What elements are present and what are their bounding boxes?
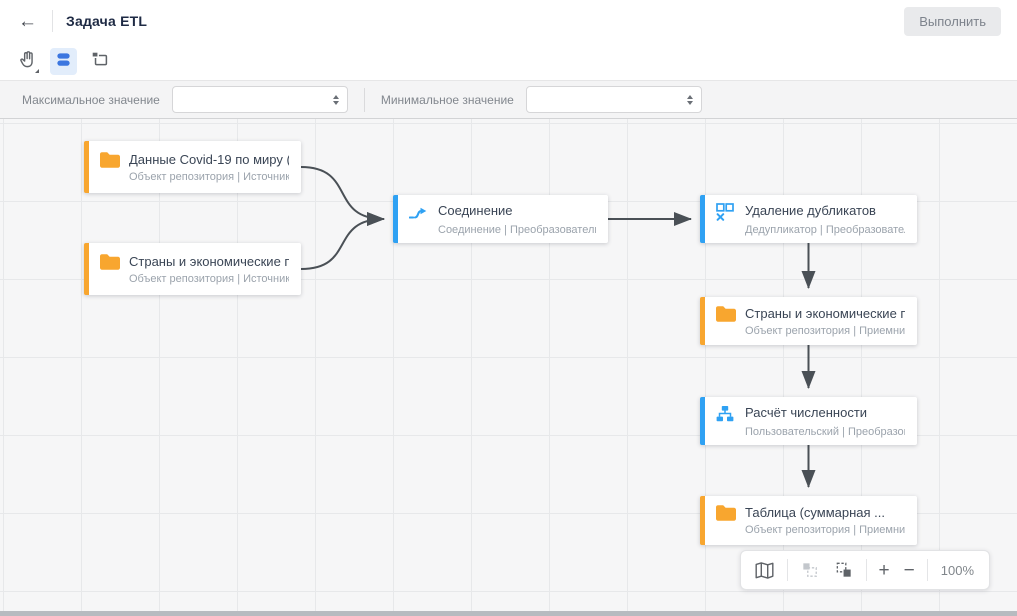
- zoom-in-button[interactable]: +: [878, 559, 890, 581]
- header: ← Задача ETL Выполнить: [0, 0, 1017, 42]
- back-button[interactable]: ←: [18, 10, 37, 32]
- controls-divider: [786, 559, 788, 581]
- node-title: Данные Covid-19 по миру (Yan...: [129, 151, 289, 167]
- folder-icon: [100, 253, 120, 270]
- node-title: Расчёт численности: [745, 404, 868, 420]
- max-value-input[interactable]: [171, 86, 348, 113]
- node-subtitle: Объект репозитория | Приемник: [745, 524, 905, 536]
- max-value-label: Максимальное значение: [22, 92, 160, 107]
- join-icon: [409, 203, 429, 221]
- diagram-canvas[interactable]: Данные Covid-19 по миру (Yan... Объект ре…: [0, 119, 1017, 611]
- max-value-field[interactable]: [180, 91, 327, 108]
- node-subtitle: Объект репозитория | Источник: [129, 272, 289, 285]
- step-up-icon[interactable]: [332, 94, 339, 99]
- node-title: Таблица (суммарная ...: [745, 505, 885, 520]
- node-table-sink[interactable]: Таблица (суммарная ... Объект репозитория…: [700, 496, 917, 545]
- controls-divider: [865, 559, 867, 581]
- min-value-input[interactable]: [525, 86, 702, 113]
- hand-icon: [18, 50, 37, 72]
- flow-icon: [55, 51, 72, 71]
- min-value-label: Минимальное значение: [380, 92, 514, 107]
- node-covid-source[interactable]: Данные Covid-19 по миру (Yan... Объект ре…: [84, 141, 301, 193]
- fit-icon: [91, 51, 108, 71]
- fit-view-button[interactable]: [86, 48, 113, 75]
- send-to-back-icon: [802, 563, 817, 577]
- node-countries-source[interactable]: Страны и экономические пок... Объект репо…: [84, 243, 301, 295]
- node-title: Страны и экономические пок...: [745, 305, 905, 321]
- node-subtitle: Пользовательский | Преобразова...: [745, 425, 905, 438]
- min-value-stepper[interactable]: [686, 94, 693, 105]
- controls-divider: [926, 559, 928, 581]
- filter-divider: [363, 87, 365, 112]
- header-divider: [52, 10, 53, 32]
- send-to-back-button[interactable]: [798, 558, 822, 582]
- node-subtitle: Объект репозитория | Источник: [129, 170, 289, 183]
- tree-icon: [716, 405, 736, 423]
- node-subtitle: Дедупликатор | Преобразователь: [745, 223, 905, 236]
- node-title: Удаление дубликатов: [745, 202, 876, 218]
- canvas-controls: + − 100%: [739, 550, 990, 590]
- node-title: Соединение: [438, 202, 513, 218]
- toolbar: [0, 42, 1017, 80]
- bring-to-front-button[interactable]: [832, 558, 856, 582]
- node-title: Страны и экономические пок...: [129, 253, 289, 269]
- step-up-icon[interactable]: [686, 94, 693, 99]
- flow-view-button[interactable]: [50, 47, 77, 75]
- node-subtitle: Соединение | Преобразователь: [438, 223, 596, 236]
- zoom-out-button[interactable]: −: [903, 559, 915, 581]
- folder-icon: [716, 505, 736, 521]
- filter-bar: Максимальное значение Минимальное значен…: [0, 80, 1017, 119]
- window-bottom-edge: [0, 611, 1017, 616]
- minimap-button[interactable]: [753, 558, 777, 582]
- tool-caret-icon: [35, 68, 39, 73]
- pan-tool-button[interactable]: [14, 48, 41, 75]
- dedup-icon: [716, 202, 736, 221]
- folder-icon: [716, 305, 736, 322]
- zoom-level: 100%: [940, 562, 974, 578]
- page-title: Задача ETL: [66, 13, 148, 29]
- map-icon: [755, 561, 774, 579]
- step-down-icon[interactable]: [332, 100, 339, 105]
- folder-icon: [100, 151, 120, 168]
- node-countries-sink[interactable]: Страны и экономические пок... Объект репо…: [700, 297, 917, 345]
- run-button[interactable]: Выполнить: [904, 6, 1001, 36]
- step-down-icon[interactable]: [686, 100, 693, 105]
- min-value-field[interactable]: [534, 91, 681, 108]
- node-subtitle: Объект репозитория | Приемник: [745, 324, 905, 337]
- max-value-stepper[interactable]: [332, 94, 339, 105]
- bring-to-front-icon: [836, 562, 851, 577]
